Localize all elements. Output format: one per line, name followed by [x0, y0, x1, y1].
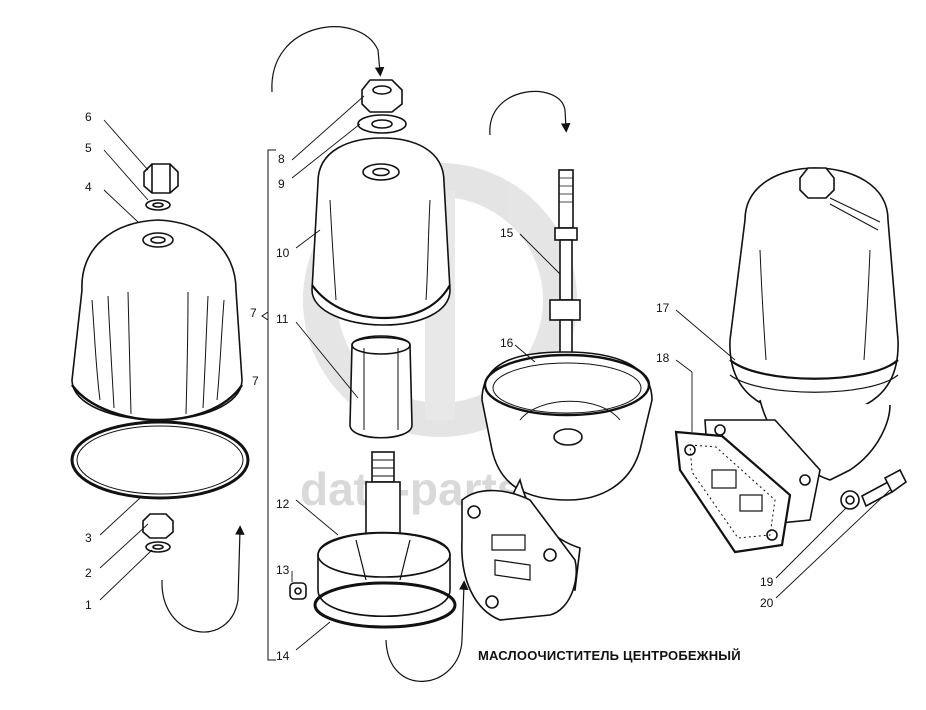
label-17: 17	[656, 301, 670, 315]
label-5: 5	[85, 141, 92, 155]
label-3: 3	[85, 531, 92, 545]
label-4: 4	[85, 180, 92, 194]
label-18: 18	[656, 351, 670, 365]
diagram-caption: МАСЛООЧИСТИТЕЛЬ ЦЕНТРОБЕЖНЫЙ	[478, 648, 741, 663]
label-7b: 7	[252, 374, 259, 388]
label-13: 13	[276, 563, 290, 577]
label-7a: 7	[250, 306, 257, 320]
label-10: 10	[276, 246, 290, 260]
part-labels: 6 5 4 7 7 3 2 1 8 9 10 11 12 13 14 15 16…	[85, 110, 774, 663]
leader-lines	[99, 95, 891, 651]
label-15: 15	[500, 226, 514, 240]
label-2: 2	[85, 566, 92, 580]
label-9: 9	[278, 177, 285, 191]
label-8: 8	[278, 152, 285, 166]
part-rotor-assembly	[261, 26, 469, 682]
part-cap-assembly	[70, 163, 250, 633]
part-housing-assembly	[461, 90, 653, 621]
label-19: 19	[760, 575, 774, 589]
label-1: 1	[85, 598, 92, 612]
label-6: 6	[85, 110, 92, 124]
label-16: 16	[500, 336, 514, 350]
label-11: 11	[276, 312, 289, 326]
label-14: 14	[276, 649, 290, 663]
part-assembled-filter	[674, 167, 908, 554]
label-20: 20	[760, 596, 774, 610]
label-12: 12	[276, 497, 290, 511]
